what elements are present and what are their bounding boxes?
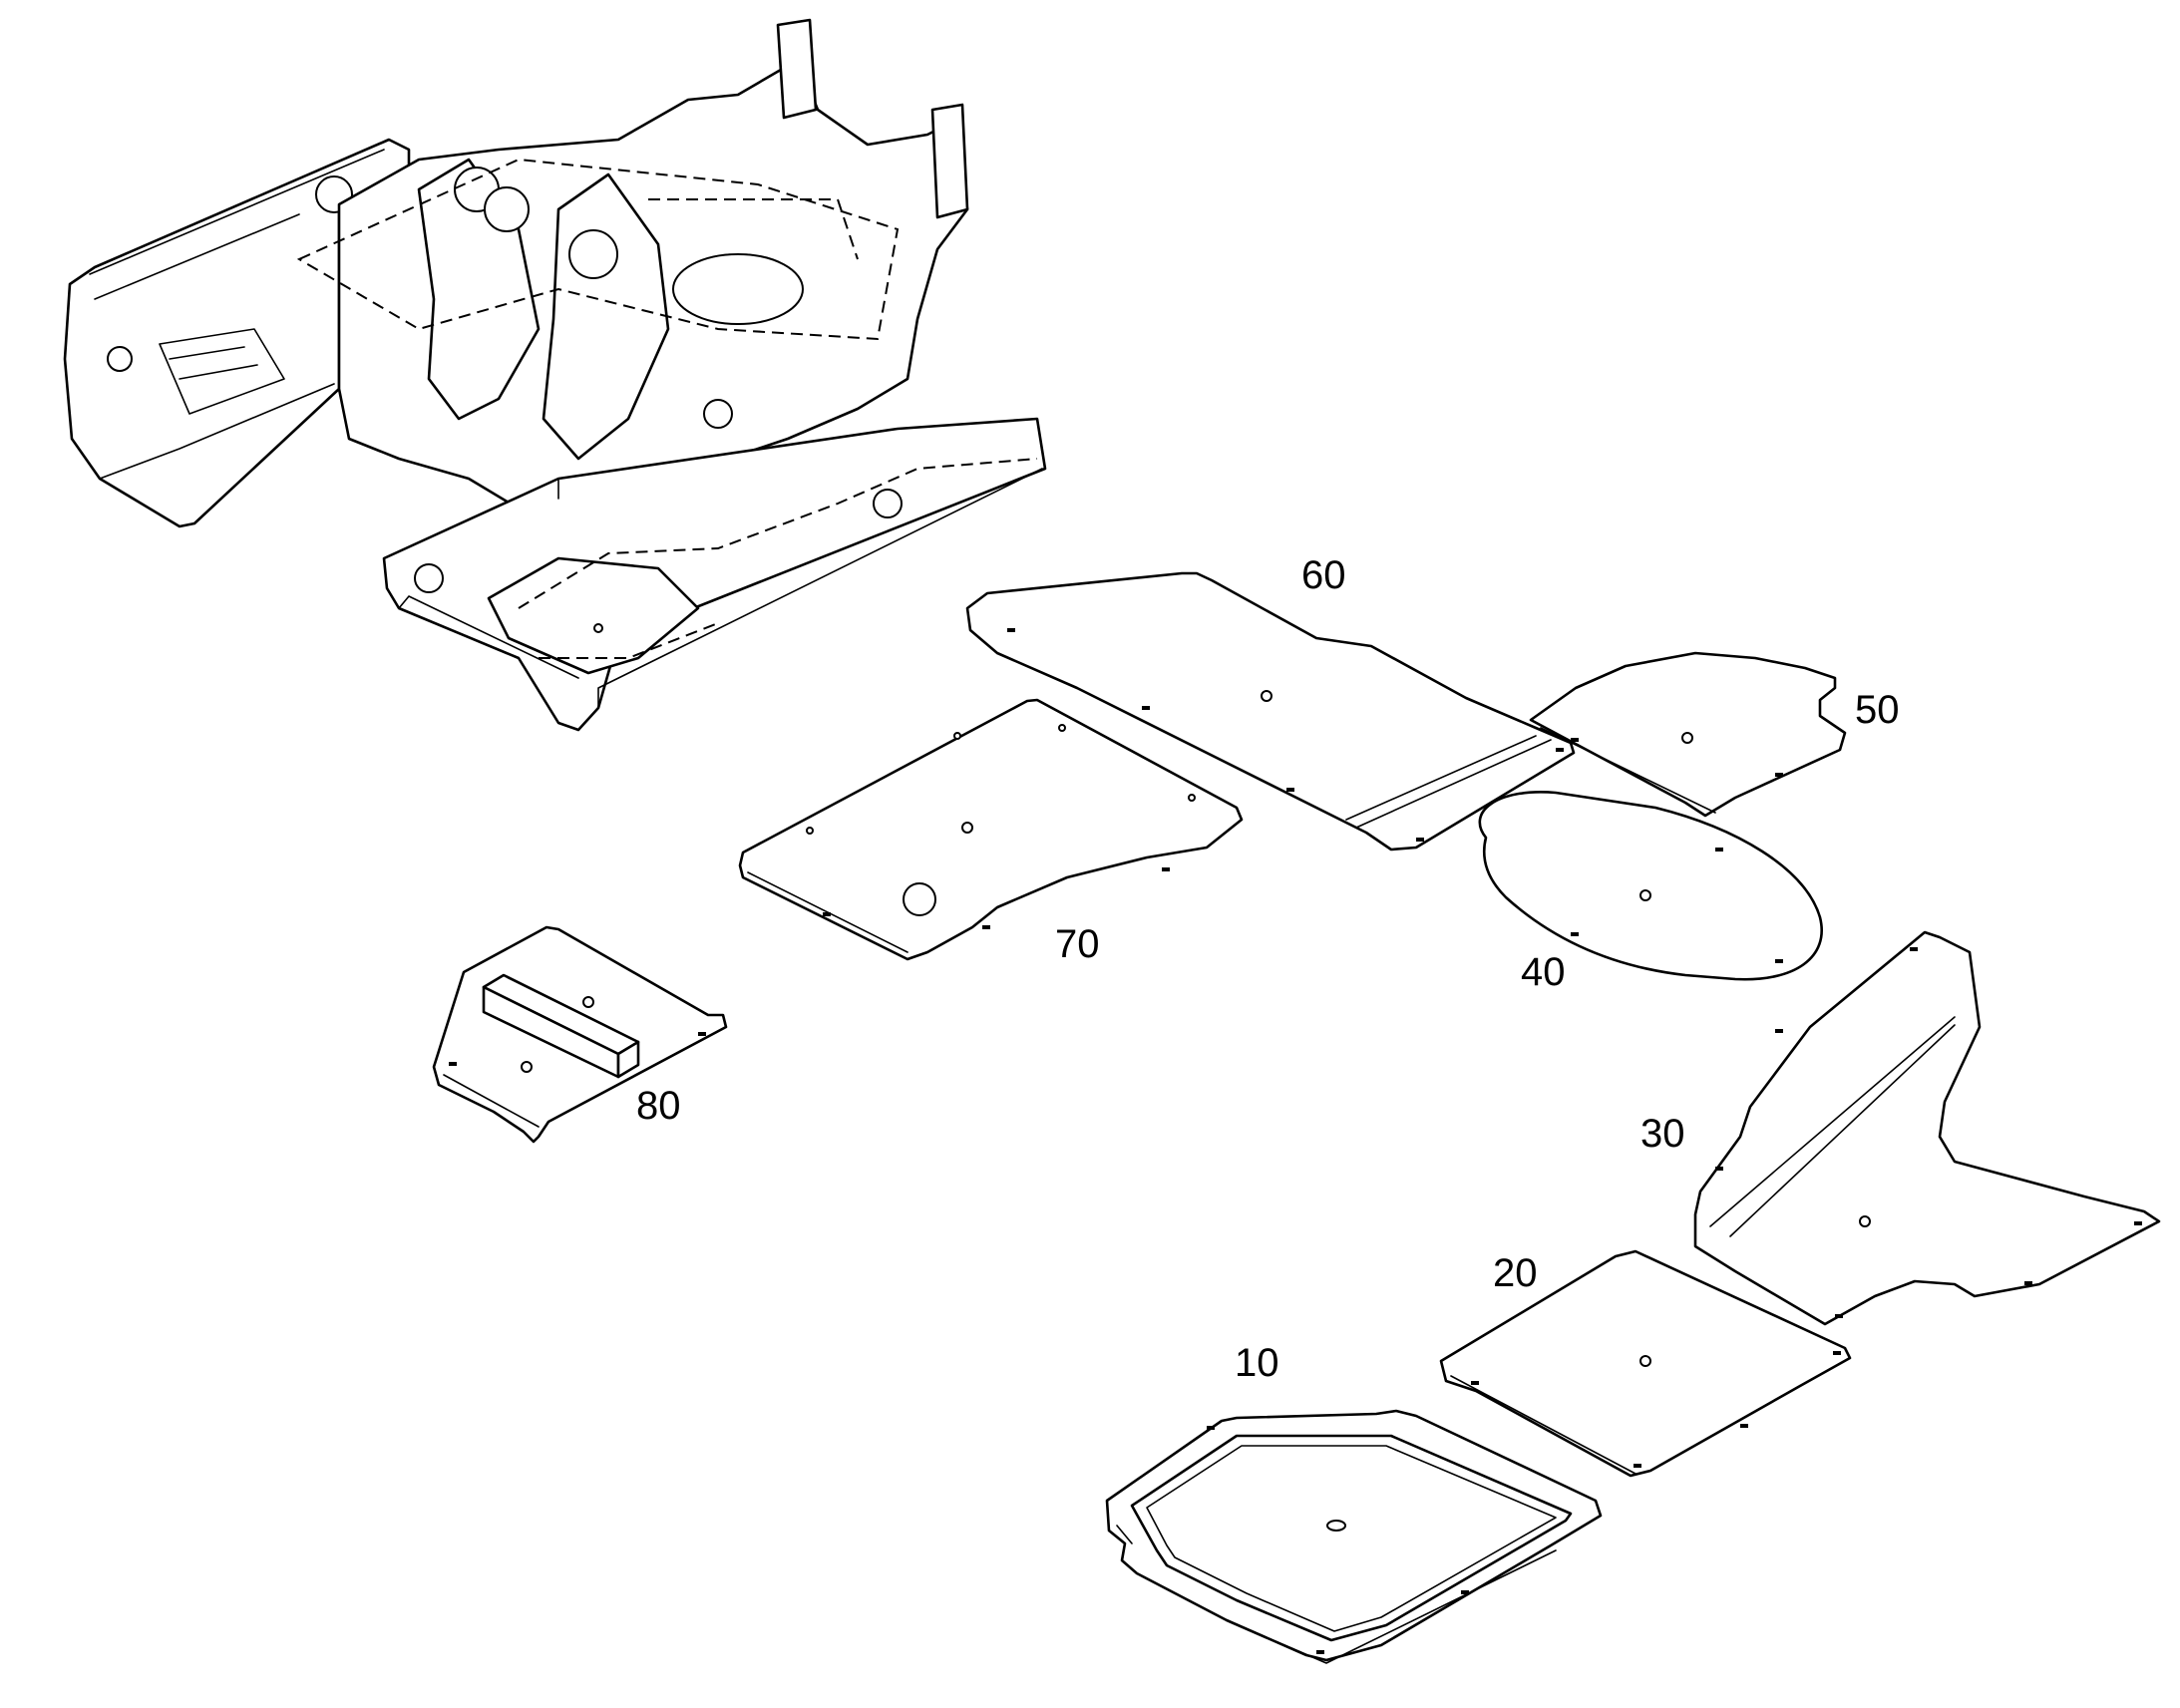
floor-plate-50-tab bbox=[1571, 738, 1579, 742]
floor-plate-20-hole bbox=[1639, 1355, 1651, 1367]
floor-plate-80-hole bbox=[582, 996, 594, 1008]
floor-plate-60-tab bbox=[1416, 838, 1424, 842]
floor-plate-70-large-hole bbox=[903, 882, 936, 916]
floor-plate-20-tab bbox=[1833, 1351, 1841, 1355]
floor-mat-10-outer-rim bbox=[1116, 1525, 1557, 1664]
floor-mat-10 bbox=[1105, 1409, 1603, 1664]
floor-plate-40-tab bbox=[1571, 932, 1579, 936]
frame-cab-deck-hidden-lines bbox=[518, 458, 1038, 659]
frame-post-right bbox=[930, 103, 969, 219]
frame-hidden-lines bbox=[296, 158, 900, 341]
callout-30: 30 bbox=[1640, 1112, 1685, 1156]
callout-60: 60 bbox=[1301, 553, 1346, 597]
callout-20: 20 bbox=[1493, 1251, 1538, 1295]
floor-plate-60-fold bbox=[1345, 735, 1552, 829]
floor-plate-40-outline bbox=[1478, 791, 1823, 981]
floor-plate-80 bbox=[432, 925, 728, 1144]
floor-plate-60-tab bbox=[1556, 748, 1564, 752]
floor-plate-30-tab bbox=[1910, 947, 1918, 951]
frame-left-block-top-edge bbox=[89, 149, 385, 480]
floor-plate-70-fastener bbox=[1188, 794, 1196, 802]
floor-mat-10-hole bbox=[1326, 1520, 1346, 1532]
frame-cab-deck-cup-left bbox=[414, 563, 444, 593]
frame-center-opening bbox=[672, 253, 804, 325]
floor-plate-40-tab bbox=[1775, 959, 1783, 963]
floor-plate-70-fastener bbox=[953, 732, 961, 740]
floor-plate-20 bbox=[1439, 1249, 1852, 1478]
callout-40: 40 bbox=[1521, 950, 1566, 994]
floor-plate-20-tab bbox=[1634, 1464, 1641, 1468]
frame-pivot-right bbox=[568, 229, 618, 279]
floor-mat-10-tab bbox=[1207, 1426, 1215, 1430]
floor-plate-70-hole bbox=[961, 822, 973, 834]
floor-plate-40-tab bbox=[1715, 848, 1723, 852]
floor-plate-30-outline bbox=[1693, 930, 2161, 1326]
floor-mat-10-tab bbox=[1461, 1590, 1469, 1594]
callout-50: 50 bbox=[1855, 688, 1900, 732]
floor-plate-70 bbox=[738, 698, 1244, 961]
floor-plate-30-tab bbox=[1715, 1167, 1723, 1171]
frame-cab-deck-edges bbox=[398, 468, 1043, 709]
floor-mat-10-inner bbox=[1130, 1434, 1573, 1642]
floor-plate-30-fold bbox=[1709, 1016, 1956, 1237]
frame-left-block-cap bbox=[107, 346, 133, 372]
floor-mat-10-inner-rim bbox=[1146, 1445, 1557, 1632]
floor-plate-70-tab bbox=[982, 925, 990, 929]
floor-plate-50-hole bbox=[1681, 732, 1693, 744]
floor-plate-30-tab bbox=[2024, 1281, 2032, 1285]
floor-plate-20-tab bbox=[1471, 1381, 1479, 1385]
floor-plate-30-hole bbox=[1859, 1215, 1871, 1227]
floor-plate-50-tab bbox=[1775, 773, 1783, 777]
main-frame-assembly bbox=[63, 18, 1047, 732]
frame-cab-deck-recess bbox=[487, 556, 700, 675]
floor-plate-50 bbox=[1529, 651, 1847, 818]
frame-post-top bbox=[776, 18, 818, 120]
floor-plate-80-tab bbox=[698, 1032, 706, 1036]
floor-plate-30-tab bbox=[1775, 1029, 1783, 1033]
frame-cab-deck-drain bbox=[593, 623, 603, 633]
floor-plate-70-fastener bbox=[806, 827, 814, 835]
floor-plate-30 bbox=[1693, 930, 2161, 1326]
floor-plate-50-edge bbox=[1540, 727, 1716, 814]
floor-plate-60-tab bbox=[1142, 706, 1150, 710]
callout-70: 70 bbox=[1055, 922, 1100, 966]
floor-plate-30-tab bbox=[2134, 1221, 2142, 1225]
floor-plate-40-hole bbox=[1639, 889, 1651, 901]
callout-80: 80 bbox=[636, 1084, 681, 1128]
floor-plate-60-tab bbox=[1007, 628, 1015, 632]
floor-plate-60-hole bbox=[1261, 690, 1272, 702]
floor-mat-10-tab bbox=[1316, 1650, 1324, 1654]
floor-plate-80-hole-b bbox=[521, 1061, 533, 1073]
frame-cab-deck-cup-mid bbox=[703, 399, 733, 429]
frame-left-block-inner bbox=[159, 328, 285, 415]
callout-10: 10 bbox=[1235, 1341, 1279, 1385]
floor-plate-60-outline bbox=[965, 571, 1576, 852]
floor-plate-60-tab bbox=[1286, 788, 1294, 792]
floor-plate-60 bbox=[965, 571, 1576, 852]
floor-plate-70-tab bbox=[823, 912, 831, 916]
frame-pivot-left-b bbox=[484, 186, 530, 232]
floor-plate-20-tab bbox=[1740, 1424, 1748, 1428]
frame-cab-deck-cup-right bbox=[873, 489, 903, 518]
floor-plate-80-tab bbox=[449, 1062, 457, 1066]
floor-plate-80-edge bbox=[443, 1074, 540, 1128]
floor-plate-70-outline bbox=[738, 698, 1244, 961]
floor-plate-70-fastener bbox=[1058, 724, 1066, 732]
floor-plate-80-block-end bbox=[616, 1040, 640, 1079]
floor-plate-40 bbox=[1478, 791, 1823, 981]
floor-plate-20-edge bbox=[1450, 1375, 1636, 1475]
floor-plate-30-tab bbox=[1835, 1314, 1843, 1318]
floor-plate-70-tab bbox=[1162, 867, 1170, 871]
